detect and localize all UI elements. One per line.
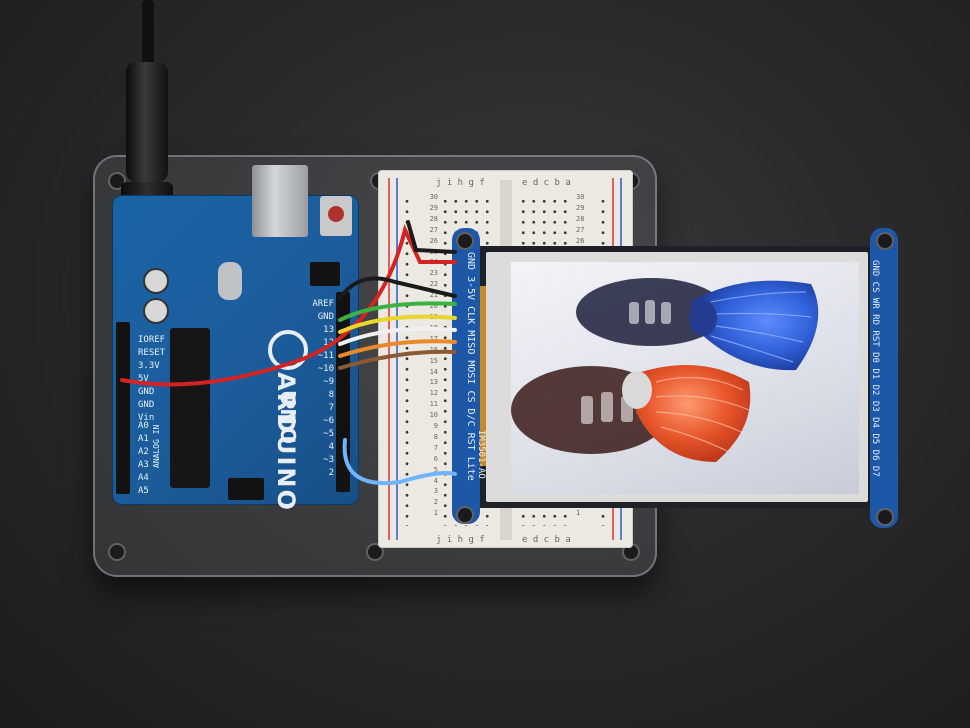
row-number: 28 xyxy=(429,214,438,223)
row-number: 22 xyxy=(429,280,438,289)
yellow-wire xyxy=(338,314,457,334)
mount-hole xyxy=(456,232,474,250)
row-number: 27 xyxy=(576,225,585,234)
row-number: 8 xyxy=(433,432,438,441)
icsp-header xyxy=(310,262,340,286)
row-number: 1 xyxy=(576,509,581,518)
red-wire xyxy=(120,224,457,387)
right-breakout-header xyxy=(870,228,898,528)
usb-port xyxy=(252,165,308,237)
row-number: 14 xyxy=(429,367,438,376)
row-number: 5 xyxy=(433,465,438,474)
reset-button xyxy=(320,196,352,236)
blue-shuttlecock xyxy=(691,280,819,371)
column-letters-left: j i h g f xyxy=(436,178,485,188)
power-rail-red xyxy=(388,178,400,540)
orange-wire xyxy=(338,339,457,358)
brown-wire xyxy=(338,349,457,370)
blue-cork xyxy=(689,300,717,336)
row-number: 13 xyxy=(429,378,438,387)
black-wire-2 xyxy=(338,276,457,300)
mount-hole xyxy=(876,508,894,526)
row-number: 26 xyxy=(429,236,438,245)
capacitor xyxy=(143,268,169,294)
row-number: 10 xyxy=(429,411,438,420)
row-number: 16 xyxy=(429,345,438,354)
row-number: 15 xyxy=(429,356,438,365)
row-number: 29 xyxy=(429,203,438,212)
black-wire xyxy=(406,220,457,254)
arduino-logo xyxy=(268,330,308,370)
row-number: 17 xyxy=(429,334,438,343)
row-number: 20 xyxy=(429,302,438,311)
crystal xyxy=(218,262,242,300)
row-number: 3 xyxy=(433,487,438,496)
mount-hole xyxy=(876,232,894,250)
row-number: 27 xyxy=(429,225,438,234)
row-number: 2 xyxy=(433,498,438,507)
row-number: 1 xyxy=(433,509,438,518)
row-number: 4 xyxy=(433,476,438,485)
row-number: 30 xyxy=(576,193,585,201)
red-shuttlecock xyxy=(636,364,751,462)
mount-hole xyxy=(108,543,126,561)
row-number: 23 xyxy=(429,269,438,278)
rail-holes xyxy=(402,196,412,526)
row-number: 29 xyxy=(576,203,585,212)
row-number: 28 xyxy=(576,214,585,223)
blue-wire xyxy=(342,438,457,486)
row-number: 11 xyxy=(429,400,438,409)
row-number: 12 xyxy=(429,389,438,398)
mount-hole xyxy=(456,506,474,524)
tft-screen xyxy=(511,262,859,494)
row-number: 26 xyxy=(576,236,585,245)
power-rail-blue xyxy=(396,178,408,540)
column-letters-right-bottom: e d c b a xyxy=(522,535,571,545)
row-number: 9 xyxy=(433,422,438,431)
row-number: 30 xyxy=(429,193,438,201)
power-cable xyxy=(142,0,154,70)
row-number: 7 xyxy=(433,443,438,452)
green-wire xyxy=(338,301,457,322)
red-cork xyxy=(622,371,652,409)
column-letters-left-bottom: j i h g f xyxy=(436,535,485,545)
power-header xyxy=(116,322,130,494)
barrel-plug xyxy=(126,62,168,182)
capacitor xyxy=(143,298,169,324)
icsp-header-2 xyxy=(228,478,264,500)
microcontroller-chip xyxy=(170,328,210,488)
row-number: 6 xyxy=(433,454,438,463)
white-wire xyxy=(338,326,457,346)
column-letters-right: e d c b a xyxy=(522,178,571,188)
row-number: 21 xyxy=(429,291,438,300)
shuttlecock-image xyxy=(511,278,819,462)
